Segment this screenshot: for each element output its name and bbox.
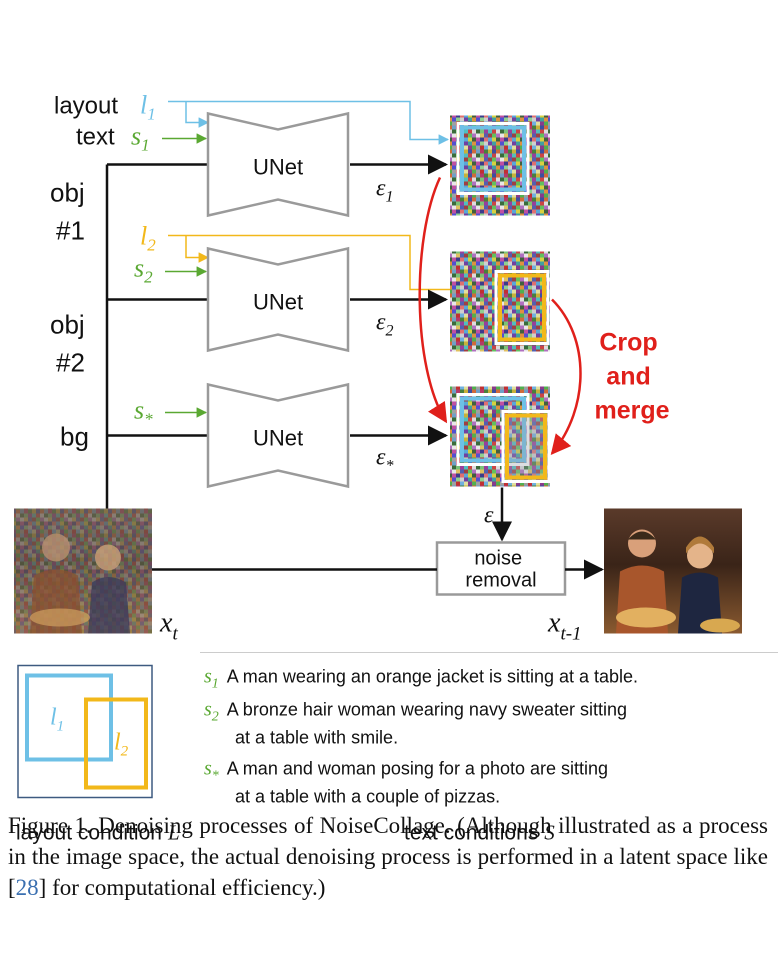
layout-label: layout xyxy=(54,93,118,120)
legend-s-star: s*A man and woman posing for a photo are… xyxy=(204,758,608,784)
epsilon-1: ε1 xyxy=(376,176,393,206)
epsilon-2: ε2 xyxy=(376,310,393,340)
text-label: text xyxy=(76,124,115,151)
epsilon-merged: ε xyxy=(484,503,494,529)
unet-1-label: UNet xyxy=(253,155,303,180)
legend-s-star-line2: at a table with a couple of pizzas. xyxy=(235,787,500,807)
xt1-image xyxy=(604,508,742,634)
obj1-label: obj xyxy=(50,178,85,208)
unet-2: UNet xyxy=(206,246,350,353)
unet-2-label: UNet xyxy=(253,290,303,315)
unet-output-arrows xyxy=(350,154,448,446)
xt-label: xt xyxy=(159,608,178,645)
figure-caption: Figure 1. Denoising processes of NoiseCo… xyxy=(8,810,768,903)
s2-symbol: s2 xyxy=(134,254,153,287)
s1-symbol: s1 xyxy=(131,122,150,155)
obj2-label: obj xyxy=(50,310,85,340)
unet-bg-label: UNet xyxy=(253,426,303,451)
citation-link[interactable]: 28 xyxy=(15,875,39,900)
input-labels: layout l1 text s1 obj #1 l2 s2 obj #2 s*… xyxy=(50,91,156,452)
l1-symbol: l1 xyxy=(140,91,156,124)
obj1-number: #1 xyxy=(56,216,85,246)
legend-l1: l1 xyxy=(50,705,64,735)
noise-map-1 xyxy=(450,115,550,216)
crop-and-merge-label: Crop and merge xyxy=(594,329,669,425)
backbone-lines xyxy=(105,163,208,510)
caption-text-start: Figure 1. Denoising processes of NoiseCo… xyxy=(8,813,768,900)
unet-1: UNet xyxy=(206,111,350,218)
epsilon-star: ε* xyxy=(376,445,393,475)
unet-bg: UNet xyxy=(206,382,350,489)
obj2-number: #2 xyxy=(56,348,85,378)
xt1-label: xt-1 xyxy=(547,608,582,645)
bg-label: bg xyxy=(60,422,89,452)
svg-text:noise removal: noise removal xyxy=(465,548,536,592)
noise-removal-box: noise removal xyxy=(435,541,567,596)
noise-map-merged xyxy=(450,386,551,487)
legend-l2: l2 xyxy=(114,730,129,760)
xt-image xyxy=(14,508,152,634)
caption-text-end: ] for computational efficiency.) xyxy=(38,875,326,900)
noise-map-2 xyxy=(450,251,550,352)
legend-s2-line2: at a table with smile. xyxy=(235,728,398,748)
layout-legend: l1 l2 xyxy=(17,664,153,799)
crop-merge-arrows xyxy=(418,176,582,456)
s-star-symbol: s* xyxy=(134,396,153,429)
l2-symbol: l2 xyxy=(140,222,156,255)
